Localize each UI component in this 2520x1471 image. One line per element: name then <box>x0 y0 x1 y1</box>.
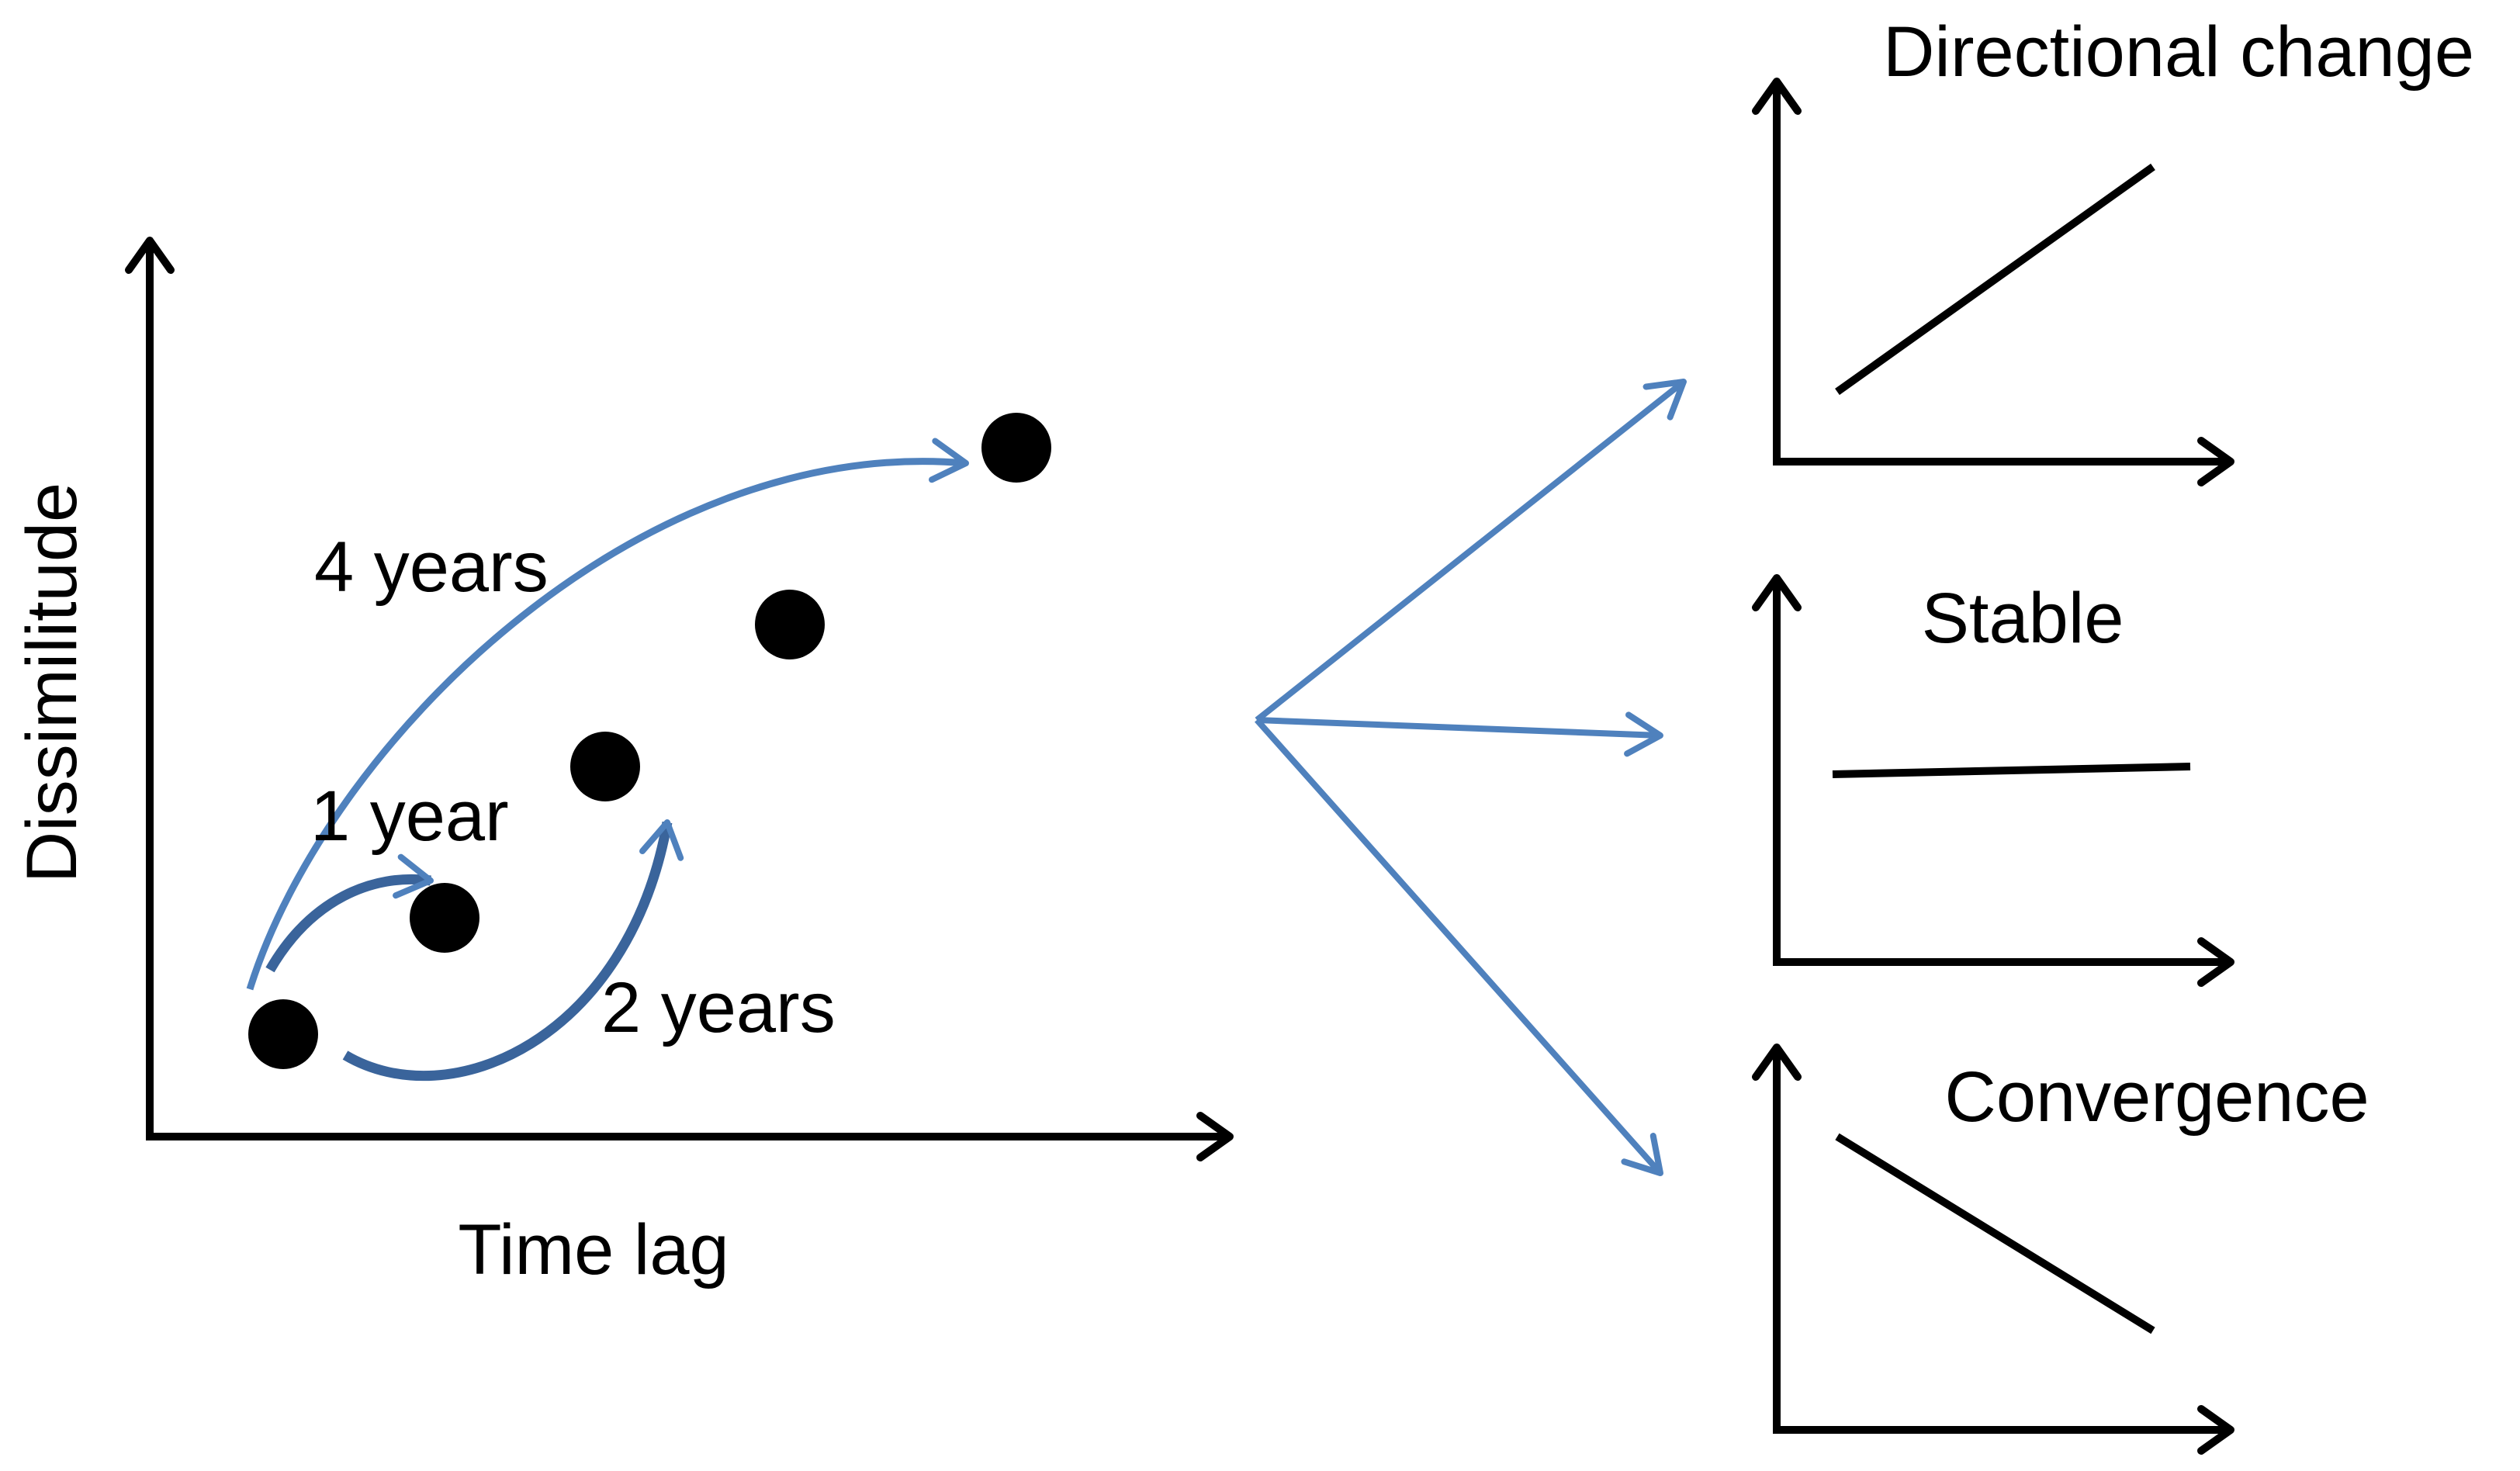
x-axis-label: Time lag <box>458 1210 729 1289</box>
convergence-title: Convergence <box>1944 1057 2369 1137</box>
branch-arrow-convergence <box>1255 718 1663 1176</box>
data-point <box>410 883 479 953</box>
convergence-trend-line <box>1835 1133 2155 1334</box>
branch-arrow-stable <box>1256 711 1663 757</box>
data-point <box>570 732 640 801</box>
branch-arrows <box>1255 379 1687 1176</box>
one-year-label: 1 year <box>310 777 509 856</box>
directional-change-panel: Directional change <box>1752 12 2474 486</box>
two-years-label: 2 years <box>601 968 836 1047</box>
stable-title: Stable <box>1922 579 2124 658</box>
main-plot: Dissimilitude Time lag 4 years 1 year 2 … <box>12 237 1234 1289</box>
data-point <box>981 413 1051 483</box>
stable-panel: Stable <box>1752 574 2234 987</box>
data-point <box>755 590 825 659</box>
stable-trend-line <box>1832 763 2191 778</box>
four-years-label: 4 years <box>314 528 549 607</box>
one-year-arrow <box>265 853 434 973</box>
data-point <box>248 999 318 1069</box>
y-axis-label: Dissimilitude <box>12 483 92 883</box>
branch-arrow-directional <box>1255 379 1687 723</box>
directional-change-title: Directional change <box>1883 12 2474 92</box>
convergence-panel: Convergence <box>1752 1044 2369 1455</box>
two-year-arrow <box>342 819 684 1082</box>
directional-trend-line <box>1835 163 2155 396</box>
four-year-arrow <box>246 438 969 991</box>
